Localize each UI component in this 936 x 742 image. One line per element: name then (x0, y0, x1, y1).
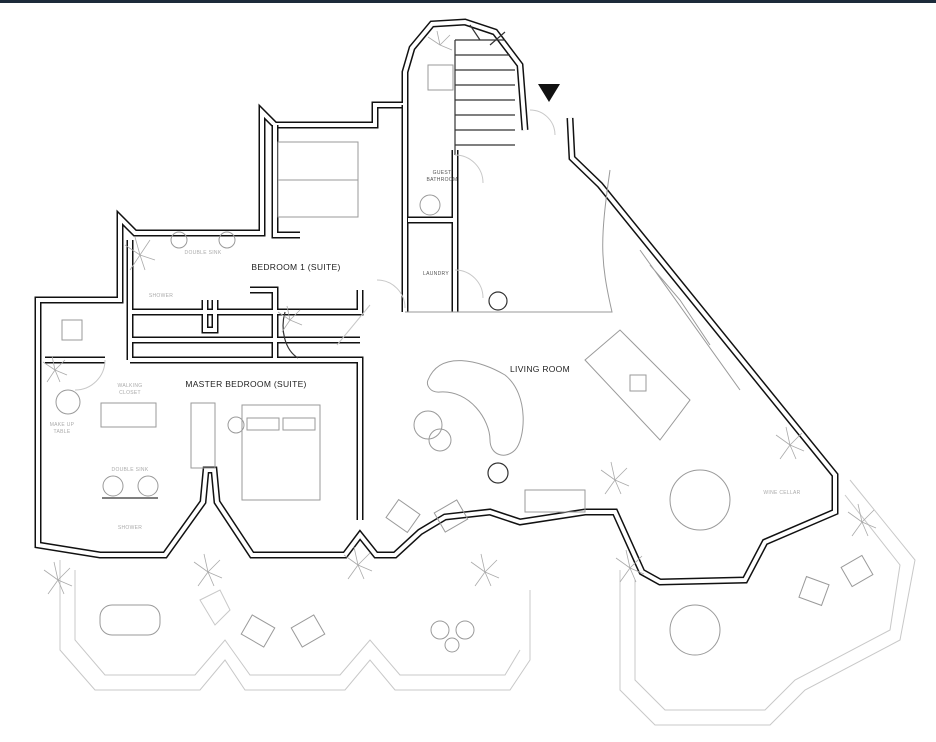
label-guest-bathroom-1: GUEST (433, 170, 452, 176)
plant-icons (42, 30, 877, 595)
label-bedroom-1: BEDROOM 1 (SUITE) (251, 262, 340, 272)
terrace-outlines (59, 479, 916, 726)
room-labels: GUEST BATHROOM LAUNDRY BEDROOM 1 (SUITE)… (50, 170, 801, 531)
exterior-walls (34, 18, 839, 586)
label-living-room: LIVING ROOM (510, 364, 570, 374)
door-swings (74, 109, 556, 391)
label-bedroom1-double-sink: DOUBLE SINK (185, 250, 222, 256)
label-master-bedroom: MASTER BEDROOM (SUITE) (185, 379, 306, 389)
label-master-shower: SHOWER (118, 525, 142, 531)
staircase (454, 24, 515, 155)
label-wine-cellar: WINE CELLAR (763, 490, 800, 496)
label-make-up-table-1: MAKE UP (50, 422, 75, 428)
label-walking-closet-1: WALKING (118, 383, 143, 389)
furniture (55, 64, 874, 656)
label-make-up-table-2: TABLE (54, 429, 71, 435)
label-guest-bathroom-2: BATHROOM (427, 177, 458, 183)
label-walking-closet-2: CLOSET (119, 390, 141, 396)
interior-walls (45, 105, 459, 520)
label-bedroom1-shower: SHOWER (149, 293, 173, 299)
label-laundry: LAUNDRY (423, 271, 449, 277)
entrance-arrow-icon (538, 84, 560, 102)
label-master-double-sink: DOUBLE SINK (112, 467, 149, 473)
top-bar (0, 0, 936, 3)
